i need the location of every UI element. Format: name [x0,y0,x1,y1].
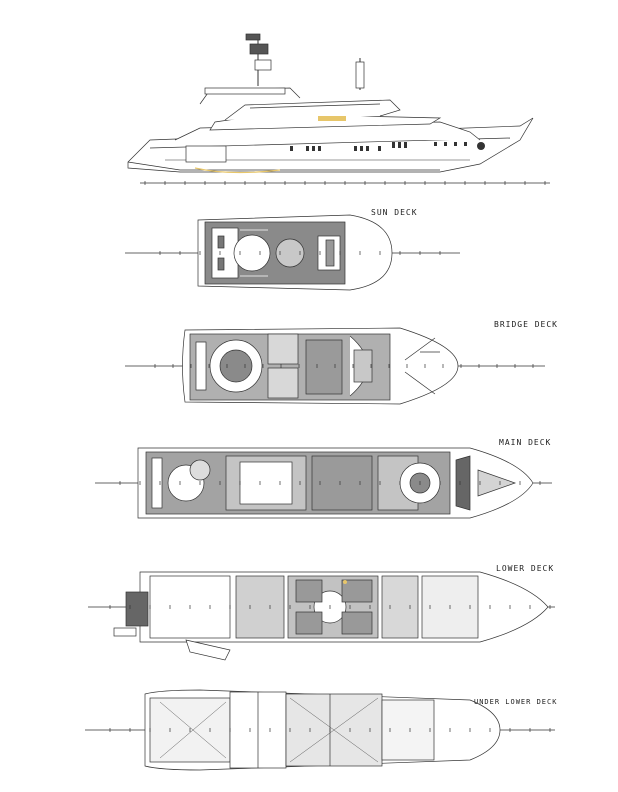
profile-windows [290,142,467,151]
main-superstructure [174,121,481,141]
under-lower-deck-label: UNDER LOWER DECK [474,698,558,706]
bridge-deck-ruler-ticks [154,364,534,368]
bridge-deck-plan [125,327,545,405]
bridge-deck-label: BRIDGE DECK [494,320,558,329]
sun-deck-plan [125,214,460,291]
lower-deck-plan [88,571,555,661]
main-deck-ruler-ticks [119,481,541,485]
lower-deck-label: LOWER DECK [496,564,555,573]
lower-deck-ruler-ticks [109,605,551,609]
sun-deck-label: SUN DECK [371,208,418,217]
stern-door [185,145,227,163]
side-profile [127,33,550,184]
main-deck-label: MAIN DECK [499,438,552,447]
under-lower-deck-ruler-ticks [109,728,551,732]
profile-ruler-ticks [144,181,546,185]
sun-deck-ruler-ticks [159,251,441,255]
under-lower-deck-plan [85,689,555,771]
main-deck-plan [95,447,552,519]
